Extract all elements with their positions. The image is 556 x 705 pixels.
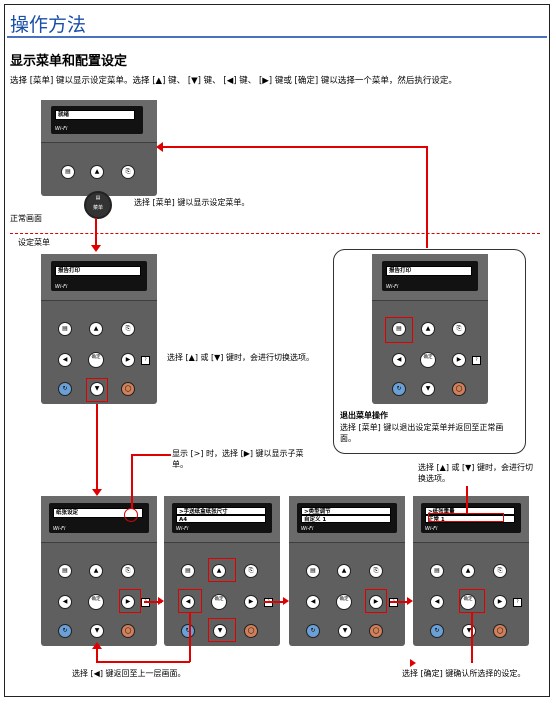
start-button[interactable]: ↻ [392, 382, 406, 396]
right-button[interactable]: ▶ [452, 353, 466, 367]
page-frame [4, 4, 550, 697]
note-back: 选择 [◀] 键返回至上一层画面。 [72, 669, 186, 678]
menu-button[interactable]: ▤ [430, 564, 444, 578]
panel-exit: 报告打印 Wi-Fi ▤ ▲ ⎘ ◀ 确定 ▶ ? ↻ ▼ ◯ [372, 254, 488, 404]
note-confirm: 选择 [确定] 键确认所选择的设定。 [402, 669, 526, 678]
start-button[interactable]: ↻ [58, 382, 72, 396]
start-button[interactable]: ↻ [430, 624, 444, 638]
menu-button[interactable]: ▤ [392, 322, 406, 336]
label-settings-menu: 设定菜单 [18, 238, 50, 247]
start-button[interactable]: ↻ [181, 624, 195, 638]
note-up-down-right: 选择 [▲] 或 [▼] 键时，会进行切换选项。 [418, 463, 533, 483]
lcd-text-2: A4 [176, 515, 266, 523]
lcd-text: 就绪 [55, 110, 135, 120]
wifi-label: Wi-Fi [386, 284, 399, 290]
note-up-down: 选择 [▲] 或 [▼] 键时，会进行切换选项。 [167, 353, 314, 362]
up-button[interactable]: ▲ [89, 564, 103, 578]
menu-button[interactable]: ▤ [58, 564, 72, 578]
right-button[interactable]: ▶ [121, 595, 135, 609]
down-button[interactable]: ▼ [462, 624, 476, 638]
lcd-text: 报告打印 [55, 266, 141, 276]
ok-button[interactable]: 确定 [420, 352, 436, 368]
wifi-label: Wi-Fi [53, 526, 66, 532]
lcd-text: 纸张设定 [53, 508, 143, 518]
up-button[interactable]: ▲ [90, 165, 104, 179]
right-button[interactable]: ▶ [244, 595, 258, 609]
copy-button[interactable]: ⎘ [493, 564, 507, 578]
lcd-text: >类型调节 [301, 507, 391, 515]
stop-button[interactable]: ◯ [244, 624, 258, 638]
section-heading: 显示菜单和配置设定 [10, 54, 128, 69]
panel-top: 就绪 Wi-Fi ▤ ▲ ⎘ [41, 100, 157, 196]
menu-key-large[interactable]: ▤菜单 [84, 191, 112, 219]
up-button[interactable]: ▲ [212, 564, 226, 578]
copy-button[interactable]: ⎘ [369, 564, 383, 578]
intro-text: 选择 [菜单] 键以显示设定菜单。选择 [▲] 键、 [▼] 键、 [◀] 键、… [10, 76, 457, 86]
stop-button[interactable]: ◯ [121, 624, 135, 638]
lcd-text: >纸张重量 [425, 507, 515, 515]
up-button[interactable]: ▲ [461, 564, 475, 578]
stop-button[interactable]: ◯ [452, 382, 466, 396]
label-normal-screen: 正常画面 [10, 214, 42, 223]
start-button[interactable]: ↻ [58, 624, 72, 638]
up-button[interactable]: ▲ [89, 322, 103, 336]
down-button[interactable]: ▼ [213, 624, 227, 638]
page-title: 操作方法 [10, 14, 87, 36]
start-button[interactable]: ↻ [306, 624, 320, 638]
ok-button[interactable]: 确定 [211, 594, 227, 610]
ok-button[interactable]: 确定 [88, 594, 104, 610]
left-button[interactable]: ◀ [58, 353, 72, 367]
ok-button[interactable]: 确定 [88, 352, 104, 368]
stop-button[interactable]: ◯ [493, 624, 507, 638]
wifi-label: Wi-Fi [55, 126, 68, 132]
note-show-sub: 显示 [>] 时，选择 [▶] 键以显示子菜单。 [172, 449, 304, 469]
divider-dashed [10, 233, 540, 234]
right-button[interactable]: ▶ [369, 595, 383, 609]
panel-b2: >手送纸盒纸张尺寸 A4 Wi-Fi ▤ ▲ ⎘ ◀ 确定 ▶ ? ↻ ▼ ◯ [164, 496, 280, 646]
down-button[interactable]: ▼ [90, 382, 104, 396]
left-button[interactable]: ◀ [181, 595, 195, 609]
copy-button[interactable]: ⎘ [244, 564, 258, 578]
note-press-menu: 选择 [菜单] 键以显示设定菜单。 [134, 198, 250, 207]
left-button[interactable]: ◀ [430, 595, 444, 609]
lcd-text: >手送纸盒纸张尺寸 [176, 507, 266, 515]
stop-button[interactable]: ◯ [121, 382, 135, 396]
left-button[interactable]: ◀ [392, 353, 406, 367]
down-button[interactable]: ▼ [421, 382, 435, 396]
exit-body: 选择 [菜单] 键以退出设定菜单并返回至正常画面。 [340, 423, 504, 443]
left-button[interactable]: ◀ [58, 595, 72, 609]
wifi-label: Wi-Fi [425, 526, 438, 532]
lcd-text-2: 正常 1 [425, 515, 515, 523]
lcd-text-2: 自定义 1 [301, 515, 391, 523]
down-button[interactable]: ▼ [338, 624, 352, 638]
menu-button[interactable]: ▤ [181, 564, 195, 578]
up-button[interactable]: ▲ [421, 322, 435, 336]
wifi-label: Wi-Fi [55, 284, 68, 290]
panel-b1: 纸张设定 Wi-Fi ▤ ▲ ⎘ ◀ 确定 ▶ ? ↻ ▼ ◯ [41, 496, 157, 646]
wifi-label: Wi-Fi [176, 526, 189, 532]
stop-button[interactable]: ◯ [369, 624, 383, 638]
title-rule [7, 36, 547, 38]
copy-button[interactable]: ⎘ [452, 322, 466, 336]
copy-button[interactable]: ⎘ [121, 564, 135, 578]
left-button[interactable]: ◀ [306, 595, 320, 609]
right-button[interactable]: ▶ [493, 595, 507, 609]
exit-title: 退出菜单操作 [340, 411, 388, 420]
right-button[interactable]: ▶ [121, 353, 135, 367]
lcd-text: 报告打印 [386, 266, 472, 276]
panel-b3: >类型调节 自定义 1 Wi-Fi ▤ ▲ ⎘ ◀ 确定 ▶ ? ↻ ▼ ◯ [289, 496, 405, 646]
up-button[interactable]: ▲ [337, 564, 351, 578]
menu-button[interactable]: ▤ [58, 322, 72, 336]
ok-button[interactable]: 确定 [460, 594, 476, 610]
copy-button[interactable]: ⎘ [121, 322, 135, 336]
ok-button[interactable]: 确定 [336, 594, 352, 610]
wifi-label: Wi-Fi [301, 526, 314, 532]
panel-settings: 报告打印 Wi-Fi ▤ ▲ ⎘ ◀ 确定 ▶ ? ↻ ▼ ◯ [41, 254, 157, 404]
copy-button[interactable]: ⎘ [121, 165, 135, 179]
menu-button[interactable]: ▤ [306, 564, 320, 578]
menu-button[interactable]: ▤ [61, 165, 75, 179]
down-button[interactable]: ▼ [90, 624, 104, 638]
